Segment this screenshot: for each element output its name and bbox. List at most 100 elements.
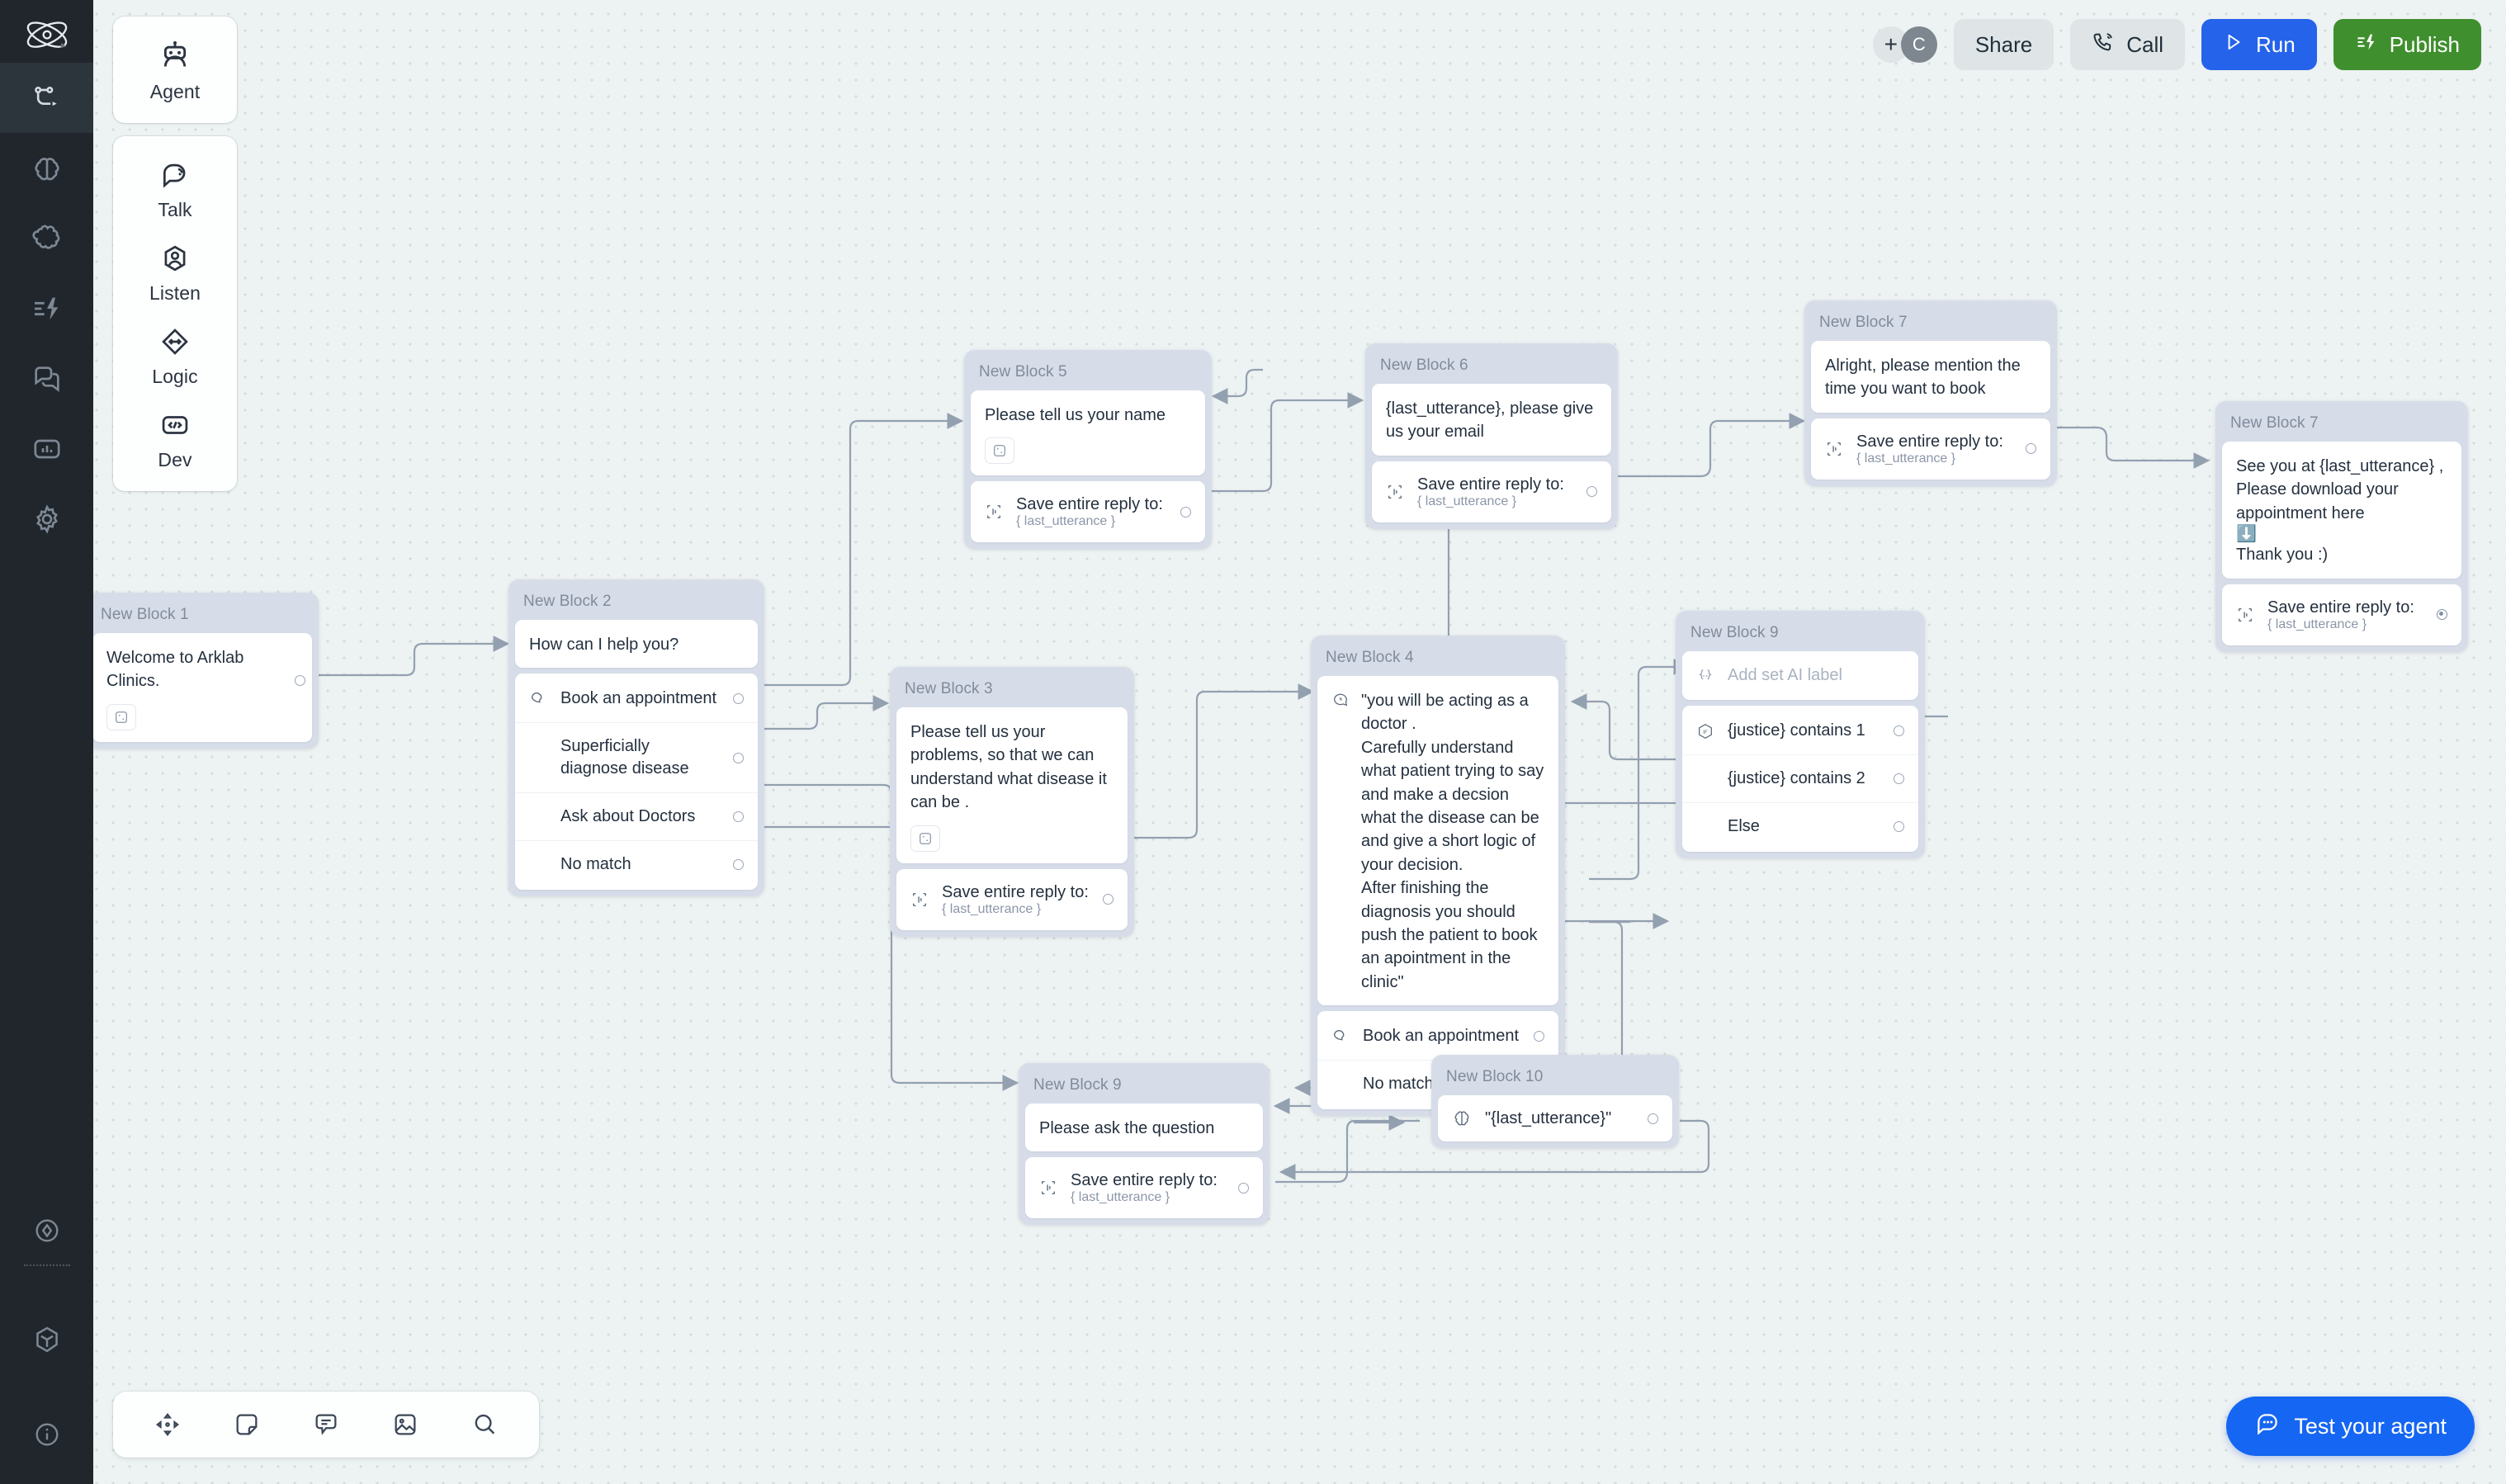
- flow-block-6[interactable]: New Block 6 {last_utterance}, please giv…: [1365, 343, 1618, 529]
- test-your-agent-button[interactable]: Test your agent: [2226, 1397, 2475, 1456]
- play-icon: [2223, 31, 2244, 59]
- ai-label-card[interactable]: Add set AI label: [1682, 651, 1918, 700]
- flow-block-7b[interactable]: New Block 7 See you at {last_utterance} …: [2215, 401, 2468, 652]
- sidebar-item-info[interactable]: [0, 1385, 93, 1484]
- sidebar-item-flow[interactable]: [0, 63, 93, 133]
- flow-block-1[interactable]: New Block 1 Welcome to Arklab Clinics.: [86, 593, 319, 749]
- output-port[interactable]: [295, 675, 305, 686]
- block-title: New Block 9: [1690, 624, 1779, 641]
- message-card[interactable]: See you at {last_utterance} , Please dow…: [2222, 442, 2461, 579]
- option-port[interactable]: [733, 859, 744, 871]
- save-reply-card[interactable]: Save entire reply to: { last_utterance }: [1811, 418, 2050, 480]
- flow-block-10[interactable]: New Block 10 "{last_utterance}": [1431, 1055, 1679, 1148]
- publish-label: Publish: [2389, 31, 2460, 57]
- condition-port[interactable]: [1894, 773, 1904, 784]
- option-row[interactable]: Book an appointment: [1317, 1013, 1558, 1060]
- listen-icon: [1825, 440, 1843, 458]
- option-label: Superficially diagnose disease: [560, 737, 689, 778]
- diamond-arrows-icon: [158, 326, 191, 362]
- option-row[interactable]: Superficially diagnose disease: [515, 722, 758, 792]
- svg-text:IF: IF: [1703, 729, 1708, 735]
- flow-block-2[interactable]: New Block 2 How can I help you? Book an …: [508, 579, 764, 897]
- condition-row[interactable]: Else: [1682, 802, 1918, 850]
- run-button[interactable]: Run: [2201, 19, 2317, 70]
- save-variable: { last_utterance }: [1016, 514, 1116, 529]
- palette-item-talk[interactable]: Talk: [113, 148, 237, 231]
- primary-nav-rail: [0, 0, 93, 1484]
- condition-port[interactable]: [1894, 725, 1904, 736]
- message-card[interactable]: Alright, please mention the time you wan…: [1811, 341, 2050, 413]
- arklab-logo[interactable]: [0, 13, 93, 63]
- output-port[interactable]: [1238, 1182, 1249, 1193]
- download-emoji: ⬇️: [2236, 525, 2257, 544]
- option-port[interactable]: [733, 693, 744, 705]
- output-port[interactable]: [2437, 609, 2447, 621]
- flow-block-3[interactable]: New Block 3 Please tell us your problems…: [890, 667, 1134, 937]
- message-card[interactable]: Please tell us your name: [971, 390, 1205, 476]
- sticky-note-icon[interactable]: [224, 1401, 270, 1448]
- dice-icon[interactable]: [910, 825, 940, 852]
- save-reply-card[interactable]: Save entire reply to: { last_utterance }: [1372, 461, 1611, 522]
- option-row[interactable]: Book an appointment: [515, 675, 758, 722]
- save-reply-card[interactable]: Save entire reply to: { last_utterance }: [2222, 584, 2461, 645]
- save-reply-card[interactable]: Save entire reply to: { last_utterance }: [896, 868, 1128, 930]
- flow-block-7a[interactable]: New Block 7 Alright, please mention the …: [1804, 300, 2057, 486]
- output-port[interactable]: [1103, 894, 1114, 905]
- flow-block-9-logic[interactable]: New Block 9 Add set AI label IF {justice…: [1676, 611, 1925, 858]
- output-port[interactable]: [1180, 506, 1191, 518]
- message-card[interactable]: {last_utterance}, please give us your em…: [1372, 384, 1611, 456]
- palette-item-logic[interactable]: Logic: [113, 314, 237, 398]
- move-arrows-icon[interactable]: [144, 1401, 191, 1448]
- save-reply-card[interactable]: Save entire reply to: { last_utterance }: [971, 481, 1205, 543]
- knowledge-card[interactable]: "{last_utterance}": [1438, 1095, 1672, 1141]
- sidebar-item-analytics[interactable]: [0, 414, 93, 484]
- palette-item-agent[interactable]: Agent: [113, 28, 237, 113]
- condition-row[interactable]: {justice} contains 2: [1682, 754, 1918, 802]
- palette-item-listen[interactable]: Listen: [113, 231, 237, 314]
- search-icon[interactable]: [461, 1401, 508, 1448]
- sidebar-item-conversations[interactable]: [0, 343, 93, 414]
- message-card[interactable]: Please tell us your problems, so that we…: [896, 707, 1128, 863]
- message-card[interactable]: Please ask the question: [1025, 1104, 1263, 1152]
- palette-item-dev[interactable]: Dev: [113, 398, 237, 481]
- ai-label-input[interactable]: Add set AI label: [1728, 666, 1842, 684]
- save-reply-card[interactable]: Save entire reply to: { last_utterance }: [1025, 1157, 1263, 1219]
- option-port[interactable]: [733, 752, 744, 763]
- message-card[interactable]: How can I help you?: [515, 620, 758, 669]
- sidebar-item-target[interactable]: [0, 1202, 93, 1260]
- knowledge-text: "{last_utterance}": [1485, 1109, 1612, 1127]
- flow-block-9-question[interactable]: New Block 9 Please ask the question Save…: [1019, 1063, 1270, 1226]
- call-button[interactable]: Call: [2070, 19, 2186, 70]
- flow-block-4[interactable]: New Block 4 "you will be acting as a doc…: [1311, 636, 1565, 1117]
- output-port[interactable]: [2026, 443, 2036, 455]
- option-port[interactable]: [1534, 1031, 1544, 1042]
- avatar[interactable]: C: [1900, 26, 1937, 63]
- save-label: Save entire reply to:: [1016, 495, 1163, 514]
- sidebar-item-brain[interactable]: [0, 133, 93, 203]
- option-port[interactable]: [733, 811, 744, 823]
- option-row[interactable]: Ask about Doctors: [515, 792, 758, 840]
- dice-icon[interactable]: [985, 437, 1014, 465]
- publish-button[interactable]: Publish: [2333, 19, 2481, 70]
- message-card[interactable]: Welcome to Arklab Clinics.: [92, 633, 312, 742]
- sidebar-item-settings[interactable]: [0, 484, 93, 554]
- ai-prompt-card[interactable]: "you will be acting as a doctor . Carefu…: [1317, 676, 1558, 1006]
- flow-block-5[interactable]: New Block 5 Please tell us your name: [964, 350, 1212, 550]
- share-button[interactable]: Share: [1953, 19, 2054, 70]
- condition-row[interactable]: IF {justice} contains 1: [1682, 707, 1918, 754]
- condition-port[interactable]: [1894, 821, 1904, 832]
- sidebar-item-actions[interactable]: [0, 273, 93, 343]
- comment-icon[interactable]: [303, 1401, 349, 1448]
- image-icon[interactable]: [382, 1401, 428, 1448]
- block-title: New Block 6: [1380, 357, 1468, 374]
- sidebar-item-package[interactable]: [0, 1294, 93, 1385]
- message-text-line1: See you at {last_utterance} , Please dow…: [2236, 457, 2444, 522]
- dice-icon[interactable]: [106, 703, 136, 730]
- option-row[interactable]: No match: [515, 840, 758, 888]
- output-port[interactable]: [1648, 1113, 1658, 1124]
- listen-icon: [910, 891, 929, 909]
- message-text: Please tell us your problems, so that we…: [910, 723, 1107, 812]
- sidebar-item-integrations[interactable]: [0, 203, 93, 273]
- output-port[interactable]: [1586, 486, 1597, 498]
